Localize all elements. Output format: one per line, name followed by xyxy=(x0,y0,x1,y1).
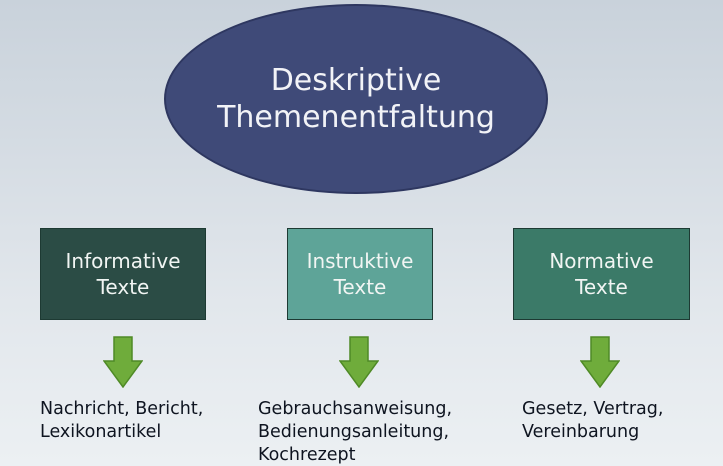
arrow-down-icon xyxy=(580,336,620,388)
arrow-down-icon xyxy=(339,336,379,388)
examples-instruktive: Gebrauchsanweisung, Bedienungsanleitung,… xyxy=(258,398,452,466)
category-label: Texte xyxy=(96,275,150,299)
category-label: Informative xyxy=(65,249,181,273)
arrow-down-icon xyxy=(103,336,143,388)
example-line: Vereinbarung xyxy=(522,422,640,442)
example-line: Lexikonartikel xyxy=(40,422,162,442)
example-line: Bedienungsanleitung, xyxy=(258,422,450,442)
title-ellipse: Deskriptive Themenentfaltung xyxy=(164,4,548,194)
category-label: Normative xyxy=(549,249,654,273)
title-text: Deskriptive Themenentfaltung xyxy=(217,62,495,136)
category-box-informative: Informative Texte xyxy=(40,228,206,320)
category-box-normative: Normative Texte xyxy=(513,228,690,320)
category-label: Texte xyxy=(575,275,628,299)
category-label: Texte xyxy=(333,275,387,299)
examples-normative: Gesetz, Vertrag, Vereinbarung xyxy=(522,398,663,444)
title-line-1: Deskriptive xyxy=(270,63,442,98)
category-label: Instruktive xyxy=(306,249,414,273)
example-line: Gesetz, Vertrag, xyxy=(522,399,664,419)
title-line-2: Themenentfaltung xyxy=(217,100,495,135)
example-line: Nachricht, Bericht, xyxy=(40,399,204,419)
category-box-instruktive: Instruktive Texte xyxy=(287,228,433,320)
example-line: Gebrauchsanweisung, xyxy=(258,399,453,419)
example-line: Kochrezept xyxy=(258,445,356,465)
examples-informative: Nachricht, Bericht, Lexikonartikel xyxy=(40,398,203,444)
